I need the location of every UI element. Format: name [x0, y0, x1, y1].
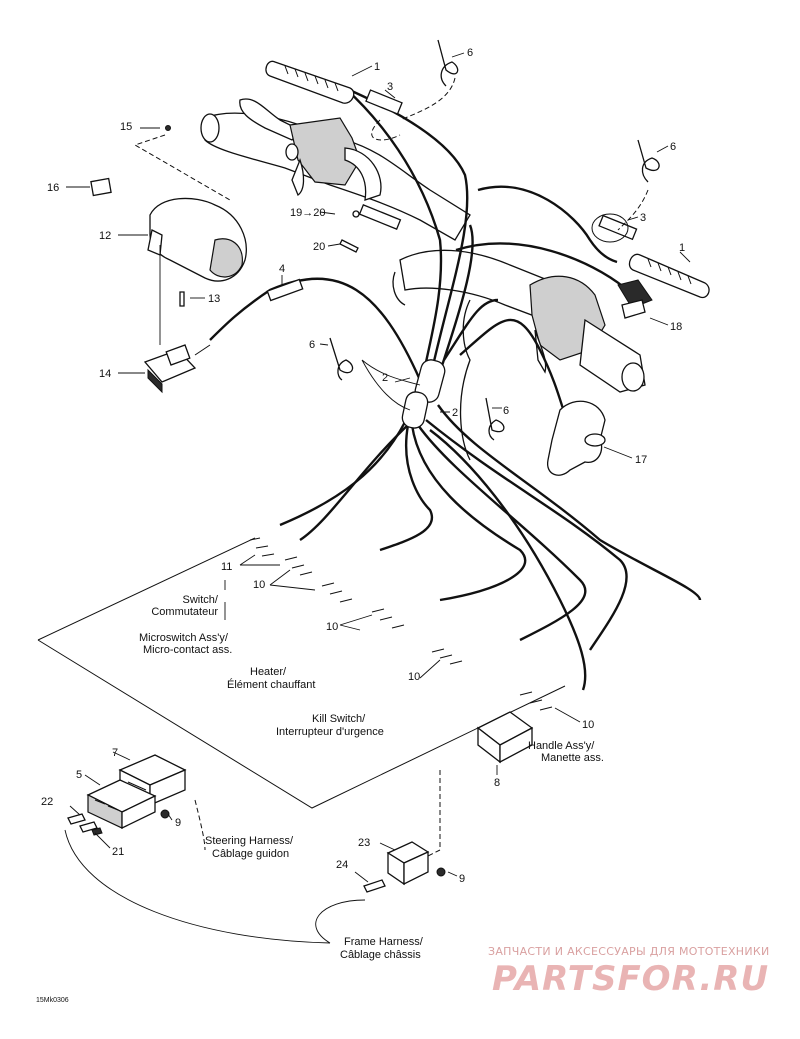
label-kill-switch-line1: Kill Switch/ — [312, 713, 366, 725]
heating-grip-right — [628, 253, 710, 299]
part-number-3: 3 — [387, 81, 393, 93]
watermark: ЗАПЧАСТИ И АКСЕССУАРЫ ДЛЯ МОТОТЕХНИКИ PA… — [488, 945, 770, 999]
part-number-2: 2 — [382, 372, 388, 384]
label-steering-harness-line2: Câblage guidon — [212, 848, 289, 860]
label-handle-line2: Manette ass. — [541, 752, 604, 764]
tube — [266, 278, 304, 302]
terminal-bundles — [249, 537, 553, 711]
part-number-15: 15 — [120, 121, 132, 133]
part-number-13: 13 — [208, 293, 220, 305]
label-switch-line2: Commutateur — [151, 606, 218, 618]
part-number-6: 6 — [309, 339, 315, 351]
handlebar-left — [200, 98, 471, 241]
part-number-9: 9 — [175, 817, 181, 829]
part-number-1: 1 — [679, 242, 685, 254]
part-number-10: 10 — [253, 579, 265, 591]
harness-sleeves — [401, 359, 446, 429]
watermark-tagline: ЗАПЧАСТИ И АКСЕССУАРЫ ДЛЯ МОТОТЕХНИКИ — [488, 945, 770, 958]
leader-lines — [66, 52, 691, 883]
component-labels: Switch/ Commutateur Microswitch Ass'y/ M… — [139, 594, 604, 961]
label-switch-line1: Switch/ — [183, 594, 219, 606]
label-frame-harness-line2: Câblage châssis — [340, 949, 421, 961]
part-number-21: 21 — [112, 846, 124, 858]
terminal-24 — [363, 879, 386, 893]
label-microswitch-line1: Microswitch Ass'y/ — [139, 632, 229, 644]
connector-18 — [617, 279, 653, 319]
label-steering-harness-line1: Steering Harness/ — [205, 835, 294, 847]
part-number-8: 8 — [494, 777, 500, 789]
plugs-9 — [160, 809, 446, 877]
part-number-20: 20 — [313, 241, 325, 253]
label-frame-harness-line1: Frame Harness/ — [344, 936, 424, 948]
part-number-10: 10 — [408, 671, 420, 683]
part-number-labels: 1 1 2 2 3 3 4 5 6 6 6 6 7 8 9 9 10 10 10… — [41, 47, 685, 885]
part-number-2: 2 — [452, 407, 458, 419]
part-number-23: 23 — [358, 837, 370, 849]
throttle-housing — [90, 177, 247, 282]
part-number-12: 12 — [99, 230, 111, 242]
connector-8 — [419, 711, 534, 861]
part-number-19-20: 19→20 — [290, 207, 325, 219]
part-number-4: 4 — [279, 263, 285, 275]
label-heater-line1: Heater/ — [250, 666, 287, 678]
bracket-17 — [547, 400, 606, 476]
terminals-21-22 — [67, 813, 103, 836]
part-number-6: 6 — [503, 405, 509, 417]
heating-grip-top — [265, 60, 355, 104]
connector-5 — [86, 779, 157, 830]
part-number-17: 17 — [635, 454, 647, 466]
watermark-brand: PARTSFOR.RU — [492, 959, 769, 999]
part-number-7: 7 — [112, 747, 118, 759]
part-number-10: 10 — [326, 621, 338, 633]
part-number-9: 9 — [459, 873, 465, 885]
reference-code: 15Mk0306 — [36, 997, 69, 1004]
part-number-10: 10 — [582, 719, 594, 731]
screws — [133, 125, 231, 307]
label-heater-line2: Élément chauffant — [227, 678, 315, 691]
switch-14 — [143, 344, 211, 394]
part-number-1: 1 — [374, 61, 380, 73]
part-number-6: 6 — [467, 47, 473, 59]
harness-panel-outline — [37, 537, 566, 809]
tape-top — [365, 89, 403, 141]
part-number-5: 5 — [76, 769, 82, 781]
handlebar-right — [392, 249, 646, 461]
part-number-14: 14 — [99, 368, 111, 380]
frame-harness-arrows — [64, 799, 366, 944]
label-kill-switch-line2: Interrupteur d'urgence — [276, 726, 384, 738]
part-number-22: 22 — [41, 796, 53, 808]
sensor-19 — [339, 204, 402, 253]
harness-wires — [209, 86, 702, 691]
label-handle-line1: Handle Ass'y/ — [528, 740, 595, 752]
part-number-11: 11 — [221, 561, 232, 573]
part-number-18: 18 — [670, 321, 682, 333]
part-number-3: 3 — [640, 212, 646, 224]
part-number-16: 16 — [47, 182, 59, 194]
tape-right — [591, 213, 638, 243]
part-number-24: 24 — [336, 859, 348, 871]
part-number-6: 6 — [670, 141, 676, 153]
cable-ties — [329, 39, 660, 441]
label-microswitch-line2: Micro-contact ass. — [143, 644, 232, 656]
connector-23 — [386, 841, 430, 886]
